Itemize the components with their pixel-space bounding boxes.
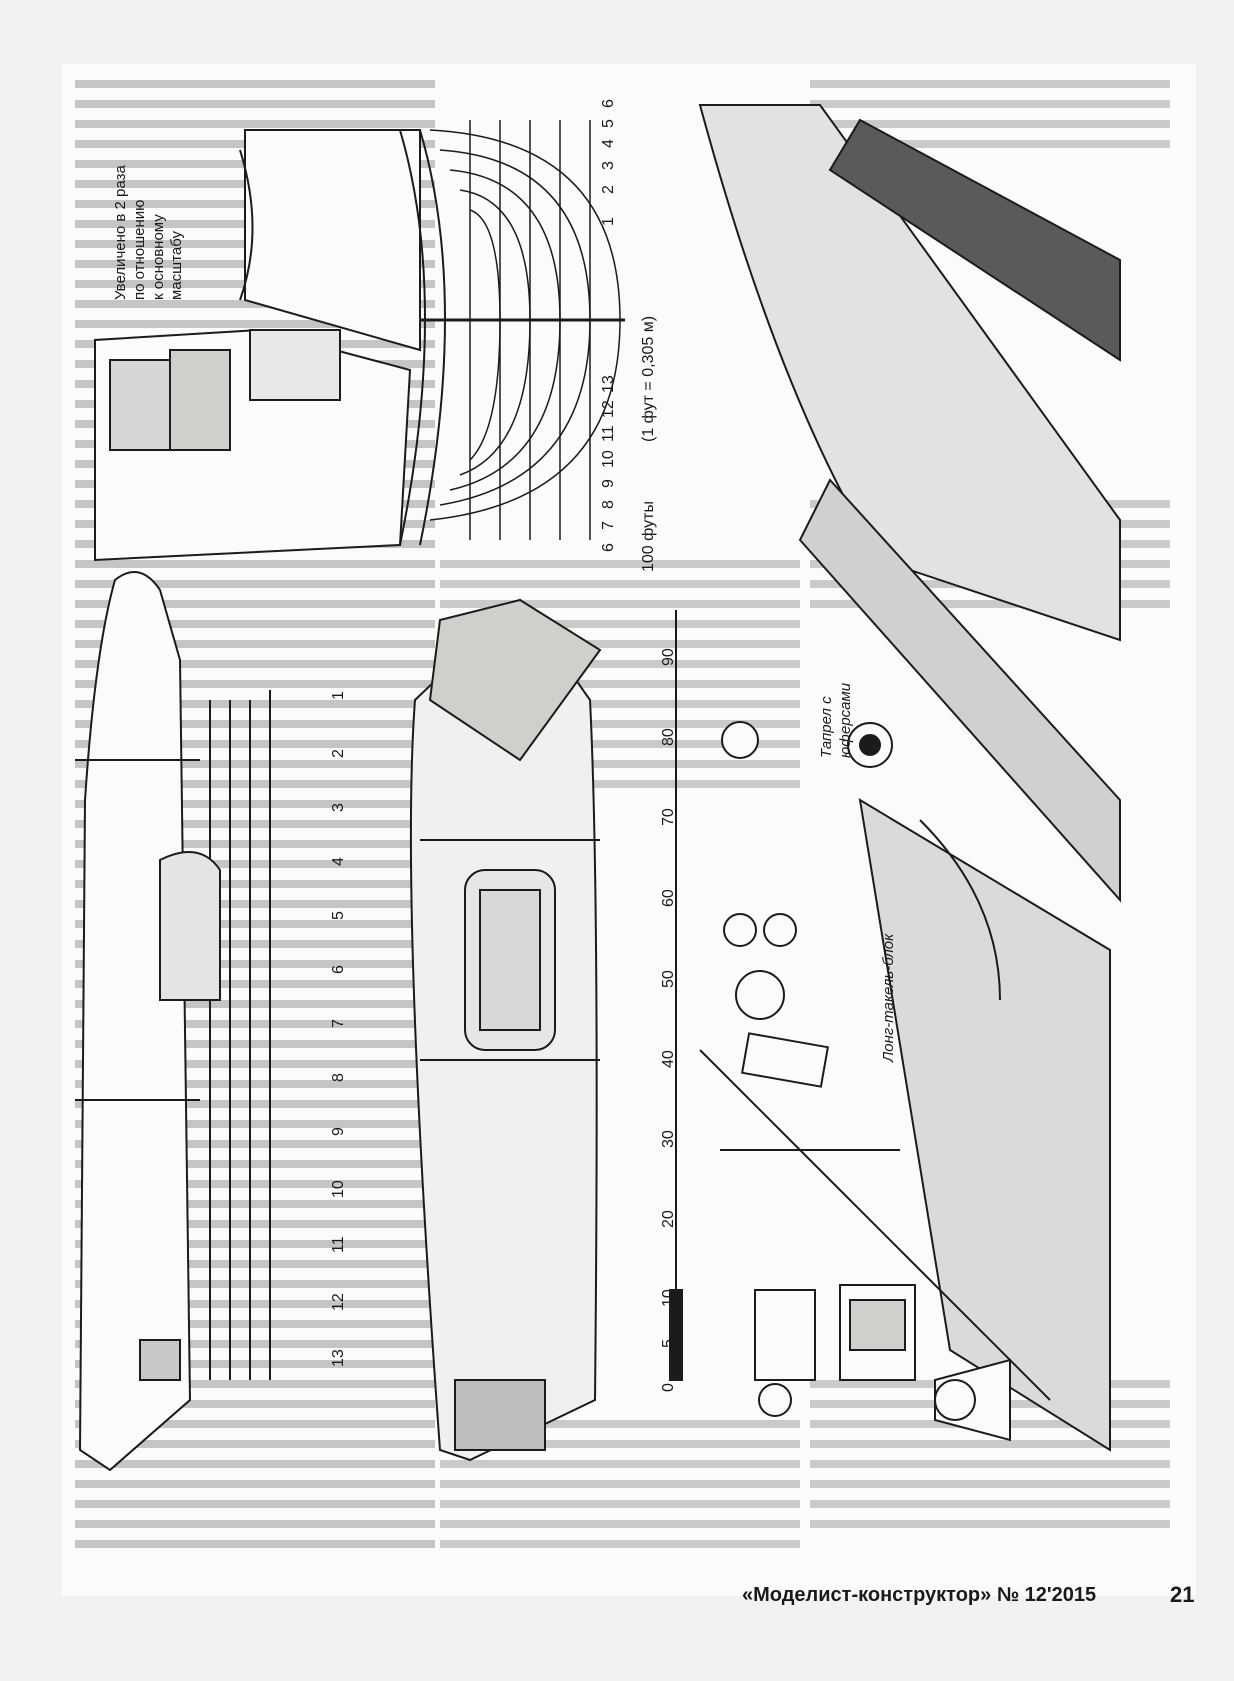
deck-plan-drawing [409,598,602,1462]
scale-bar [669,610,683,1381]
scale-unit: 100 футы [640,501,657,572]
tackle-line-1: Тапрел с [818,696,835,758]
scale-tick-90: 90 [660,648,677,666]
side-station-13: 13 [330,1349,347,1367]
enlarged-line-4: масштабу [168,231,186,300]
scale-tick-80: 80 [660,728,677,746]
side-station-3: 3 [330,803,347,812]
station-label-top-6: 6 [600,99,617,108]
stern-view-drawing [94,129,446,562]
cannon-drawings [754,1284,1011,1442]
long-tackle-caption: Лонг-такель-блок [880,933,897,1062]
station-label-bottom-7: 7 [600,521,617,530]
scale-tick-30: 30 [660,1130,677,1148]
page-number: 21 [1170,1582,1195,1607]
scale-note: (1 фут = 0,305 м) [640,315,657,442]
side-station-10: 10 [330,1180,347,1198]
enlarged-line-1: Увеличено в 2 раза [112,165,129,300]
scale-tick-70: 70 [660,808,677,826]
side-station-11: 11 [330,1236,347,1253]
tackle-caption: Тапрел с юферсами [818,683,856,758]
station-label-bottom-6: 6 [600,543,617,552]
station-label-bottom-11: 11 [600,425,617,442]
scale-tick-20: 20 [660,1210,677,1228]
enlarged-line-2: по отношению [130,199,148,300]
station-label-top-5: 5 [600,119,617,128]
scale-tick-50: 50 [660,970,677,988]
side-station-9: 9 [330,1127,347,1136]
enlarged-line-3: к основному [149,214,167,300]
side-station-12: 12 [330,1293,347,1311]
side-profile-drawing [75,571,271,1472]
scale-tick-40: 40 [660,1050,677,1068]
scale-tick-0: 0 [660,1383,677,1392]
side-station-8: 8 [330,1073,347,1082]
side-station-6: 6 [330,965,347,974]
scale-tick-60: 60 [660,889,677,907]
station-label-top-2: 2 [600,185,617,194]
scale-tick-10: 10 [660,1289,677,1307]
station-label-bottom-10: 10 [600,450,617,468]
station-label-bottom-8: 8 [600,500,617,509]
side-station-4: 4 [330,857,347,866]
station-label-bottom-12: 12 [600,400,617,418]
side-station-2: 2 [330,749,347,758]
side-station-5: 5 [330,911,347,920]
tackle-line-2: юферсами [836,682,854,758]
station-label-bottom-13: 13 [600,375,617,393]
scale-tick-5: 5 [660,1339,677,1348]
station-label-top-4: 4 [600,139,617,148]
station-label-top-1: 1 [600,217,617,226]
side-station-7: 7 [330,1019,347,1028]
body-plan-drawing [420,120,625,540]
side-station-1: 1 [330,691,347,700]
station-label-bottom-9: 9 [600,479,617,488]
station-label-top-3: 3 [600,161,617,170]
rigging-detail-drawing [698,104,1121,1452]
enlarged-scale-caption: Увеличено в 2 раза по отношению к основн… [112,165,187,300]
journal-title: «Моделист-конструктор» № 12'2015 [742,1584,1097,1606]
background-text-middle [440,560,800,1548]
